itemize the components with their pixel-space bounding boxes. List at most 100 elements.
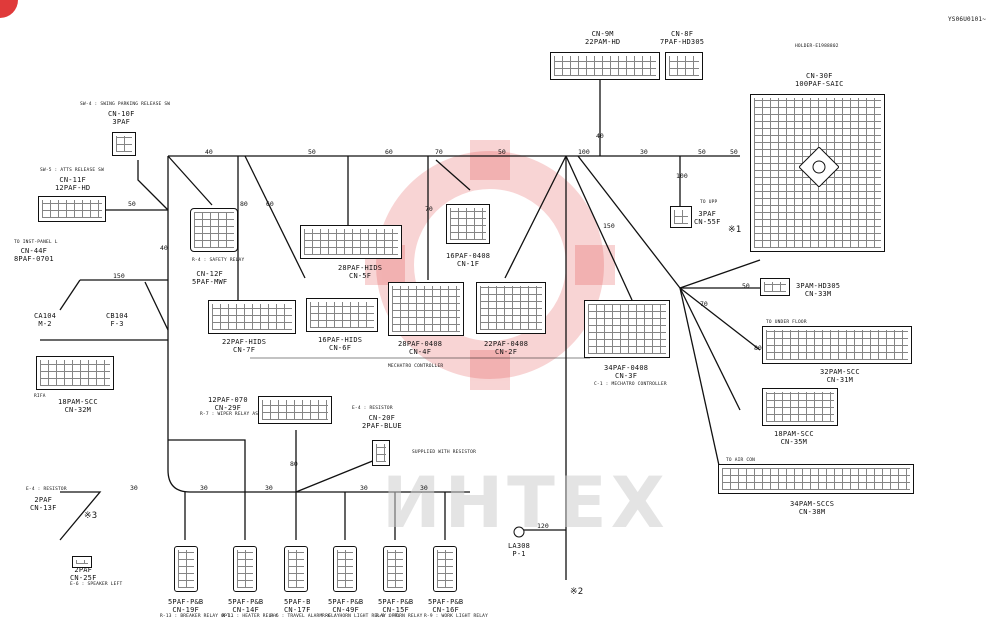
cn19f-connector [174, 546, 198, 592]
cn10f-connector [112, 132, 136, 156]
cn14f-connector [233, 546, 257, 592]
lamp-icon [513, 526, 525, 538]
cn1f-connector [446, 204, 490, 244]
wire-30c: 30 [200, 484, 208, 492]
cn30f-holder: HOLDER-E1988802 [795, 44, 839, 49]
cn31m-connector [762, 326, 912, 364]
wire-50d: 50 [730, 148, 738, 156]
cn20f-connector [372, 440, 390, 466]
cn17f-connector [284, 546, 308, 592]
cn11f-connector [38, 196, 106, 222]
cn30f-connector [750, 94, 885, 252]
cn38m-note: TO AIR CON [726, 458, 756, 463]
wire-60b: 60 [266, 200, 274, 208]
wire-50: 50 [308, 148, 316, 156]
cn12f-connector [190, 208, 238, 252]
cn32m-note: RIFA [34, 394, 46, 399]
wire-150: 150 [113, 272, 125, 280]
cn3f-connector [584, 300, 670, 358]
wire-150b: 150 [603, 222, 615, 230]
cn35m-connector [762, 388, 838, 426]
cn9m-connector [550, 52, 660, 80]
cn5f-connector [300, 225, 402, 259]
cn6f-connector [306, 298, 378, 332]
note-1: ※1 [728, 225, 742, 235]
cn15f-note: R-8 : HORN RELAY [376, 614, 423, 619]
wire-70: 70 [435, 148, 443, 156]
wire-30: 30 [640, 148, 648, 156]
cn38m-connector [718, 464, 914, 494]
wire-trunks [40, 60, 761, 580]
wire-70b: 70 [700, 300, 708, 308]
cn14f-note: R-11 : HEATER RELAY [222, 614, 278, 619]
cn20f-note: E-4 : RESISTOR [352, 406, 393, 411]
cn32m-connector [36, 356, 114, 390]
wire-50f: 50 [742, 282, 750, 290]
cn31m-note: TO UNDER FLOOR [766, 320, 807, 325]
cn25f-note: E-6 : SPEAKER LEFT [70, 582, 123, 587]
cn33m-connector [760, 278, 790, 296]
wire-50b: 50 [498, 148, 506, 156]
wire-30d: 30 [265, 484, 273, 492]
cn19f-note: R-13 : BREAKER RELAY OPT. [160, 614, 233, 619]
doc-id: YS06U0101~ [948, 16, 987, 23]
cn29f-connector [258, 396, 332, 424]
cn20f-supplied: SUPPLIED WITH RESISTOR [412, 450, 477, 455]
cn8f-connector [665, 52, 703, 80]
cn15f-connector [383, 546, 407, 592]
wire-80c: 80 [240, 200, 248, 208]
wire-60: 60 [385, 148, 393, 156]
note-2: ※2 [570, 587, 584, 597]
watermark-gear-icon [376, 151, 604, 379]
wire-120: 120 [537, 522, 549, 530]
wire-80b: 80 [290, 460, 298, 468]
cn17f-note: R-6 : TRAVEL ALARM RELAY [270, 614, 340, 619]
watermark-gear-teeth [365, 140, 615, 390]
wire-100: 100 [578, 148, 590, 156]
wire-70c: 70 [425, 205, 433, 213]
cn55f-note: TO UPP [700, 200, 718, 205]
wire-50c: 50 [698, 148, 706, 156]
wire-80: 80 [754, 344, 762, 352]
wire-30e: 30 [360, 484, 368, 492]
cn49f-note: R-6 : HORN LIGHT RELAY OPT. [322, 614, 401, 619]
wire-40b: 40 [596, 132, 604, 140]
wire-30f: 30 [420, 484, 428, 492]
cn49f-connector [333, 546, 357, 592]
cn11f-note: SW-5 : ATTS RELEASE SW [40, 168, 105, 173]
wire-50e: 50 [128, 200, 136, 208]
cn2f-connector [476, 282, 546, 334]
cn7f-connector [208, 300, 296, 334]
note-3: ※3 [84, 511, 98, 521]
